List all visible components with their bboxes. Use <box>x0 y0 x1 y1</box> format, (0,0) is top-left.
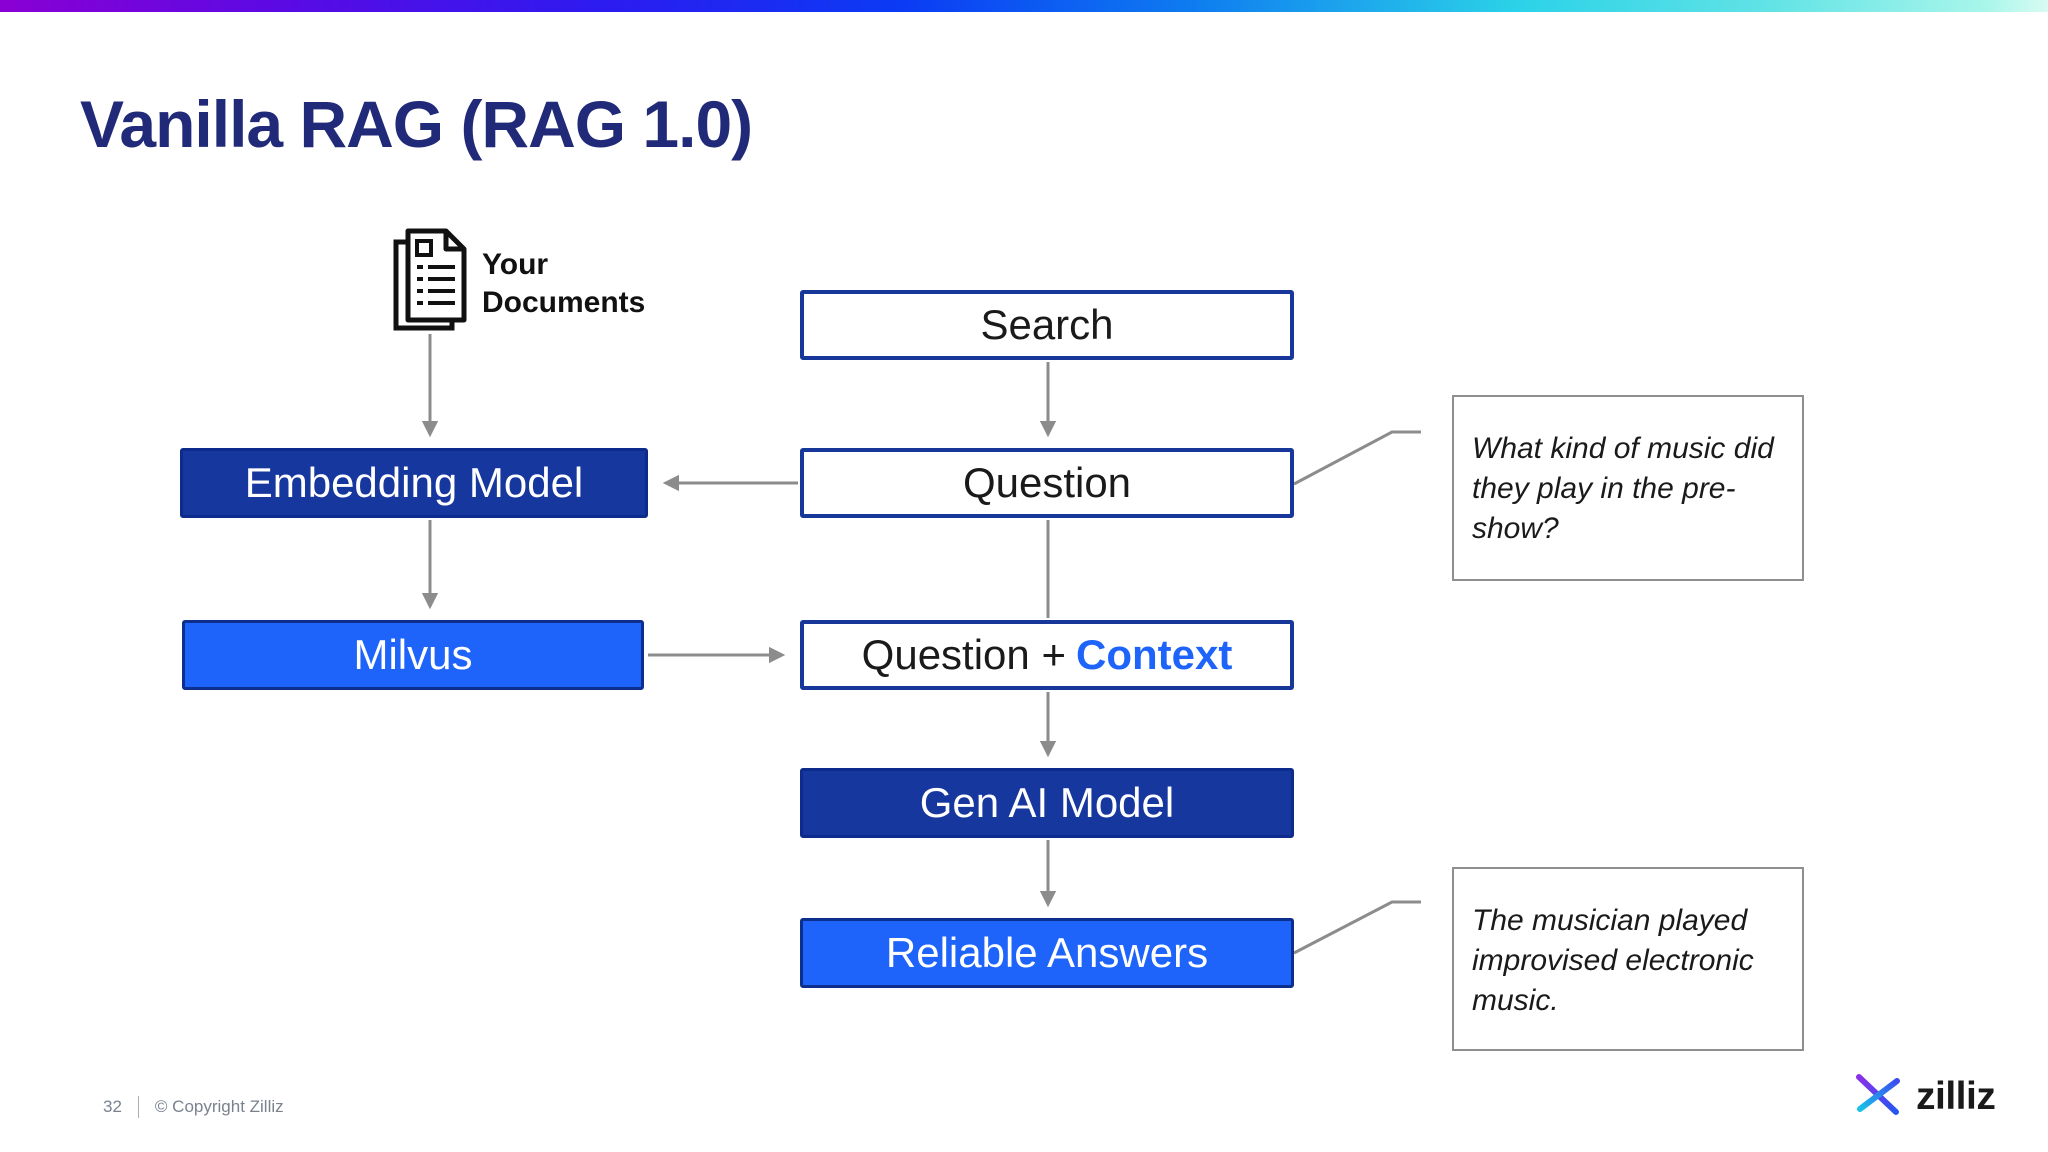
gen-ai-model-label: Gen AI Model <box>919 779 1175 826</box>
documents-icon <box>393 228 467 331</box>
question-example-callout: What kind of music did they play in the … <box>1452 395 1804 581</box>
answer-example-text: The musician played improvised electroni… <box>1472 904 1754 1017</box>
question-example-text: What kind of music did they play in the … <box>1472 432 1774 545</box>
zilliz-starburst-icon <box>1849 1061 1907 1129</box>
question-box-label: Question <box>962 459 1132 506</box>
search-box-label: Search <box>980 301 1114 348</box>
question-box: Question <box>800 448 1294 518</box>
gen-ai-model-box: Gen AI Model <box>800 768 1294 838</box>
page-number: 32 <box>103 1097 122 1116</box>
footer-separator <box>137 1096 139 1118</box>
slide-title: Vanilla RAG (RAG 1.0) <box>80 87 753 161</box>
search-box: Search <box>800 290 1294 360</box>
milvus-box: Milvus <box>182 620 644 690</box>
copyright-text: © Copyright Zilliz <box>154 1097 284 1116</box>
question-context-highlight: Context <box>1075 631 1233 678</box>
embedding-model-box: Embedding Model <box>180 448 648 518</box>
zilliz-wordmark: zilliz <box>1916 1075 1996 1118</box>
zilliz-logo: zilliz <box>1846 1060 1996 1130</box>
milvus-label: Milvus <box>353 631 473 678</box>
documents-label: Your Documents <box>482 248 646 319</box>
question-context-prefix: Question + <box>861 631 1066 678</box>
question-context-box: Question + Context <box>800 620 1294 690</box>
embedding-model-label: Embedding Model <box>244 459 584 506</box>
slide-footer: 32 © Copyright Zilliz <box>103 1096 284 1118</box>
connector-answer-callout <box>1293 900 1421 955</box>
top-gradient-bar <box>0 0 2048 12</box>
answer-example-callout: The musician played improvised electroni… <box>1452 867 1804 1051</box>
connector-question-callout <box>1293 430 1421 486</box>
reliable-answers-box: Reliable Answers <box>800 918 1294 988</box>
reliable-answers-label: Reliable Answers <box>885 929 1209 976</box>
